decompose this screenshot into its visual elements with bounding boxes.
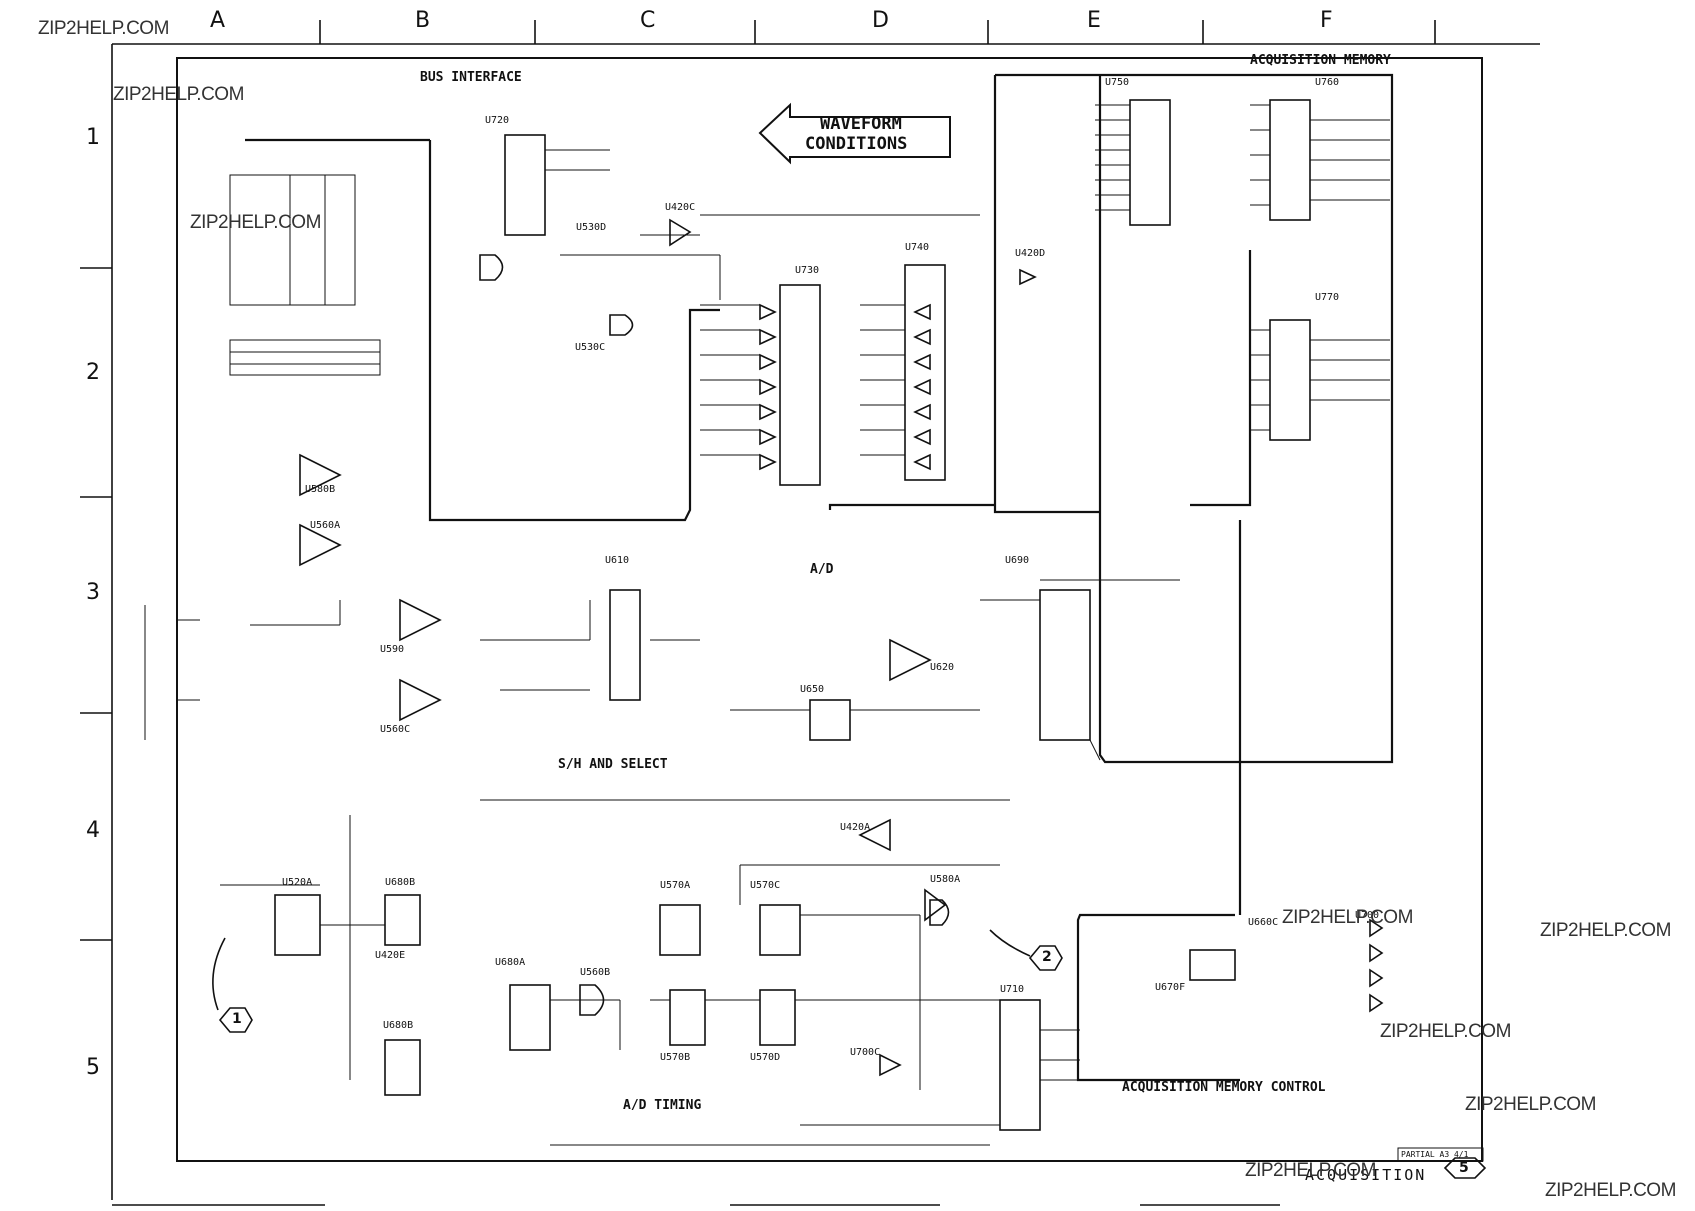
label-u620: U620: [930, 662, 954, 673]
label-u580b: U580B: [305, 484, 335, 495]
label-u680b-top: U680B: [385, 877, 415, 888]
label-u580a: U580A: [930, 874, 960, 885]
chip-u730: [779, 284, 821, 486]
chip-u690: [1039, 589, 1091, 741]
label-u560b: U560B: [580, 967, 610, 978]
grid-row-5: 5: [86, 1055, 100, 1080]
grid-row-2: 2: [86, 360, 100, 385]
label-u700c: U700C: [850, 1047, 880, 1058]
sheet-number-marker: [1443, 1157, 1487, 1179]
schematic-border: [176, 57, 1483, 1162]
chip-u670f: [1189, 949, 1236, 981]
watermark-1: ZIP2HELP.COM: [38, 18, 169, 39]
label-u530d: U530D: [576, 222, 606, 233]
grid-column-c: C: [640, 8, 656, 33]
label-u610: U610: [605, 555, 629, 566]
chip-u520a: [274, 894, 321, 956]
label-u420a: U420A: [840, 822, 870, 833]
label-u680b: U680B: [383, 1020, 413, 1031]
callout-2-marker: [1028, 945, 1063, 971]
chip-u720: [504, 134, 546, 236]
callout-1: 1: [232, 1011, 242, 1027]
watermark-7: ZIP2HELP.COM: [1465, 1094, 1596, 1115]
grid-column-a: A: [210, 8, 226, 33]
watermark-8: ZIP2HELP.COM: [1245, 1160, 1376, 1181]
title-block-partial: PARTIAL A3 4/1: [1401, 1150, 1469, 1159]
title-block-sheet-name: ACQUISITION: [1305, 1166, 1427, 1184]
label-u560c: U560C: [380, 724, 410, 735]
chip-u570a: [659, 904, 701, 956]
chip-u680a: [509, 984, 551, 1051]
chip-u740: [904, 264, 946, 481]
label-u570d: U570D: [750, 1052, 780, 1063]
watermark-9: ZIP2HELP.COM: [1545, 1180, 1676, 1201]
buffer-array: [759, 303, 931, 471]
grid-column-d: D: [872, 8, 889, 33]
chip-u770: [1269, 319, 1311, 441]
chip-u680b-top: [384, 894, 421, 946]
label-u700: U700: [1355, 910, 1379, 921]
label-u560a: U560A: [310, 520, 340, 531]
chip-u760: [1269, 99, 1311, 221]
label-u420e: U420E: [375, 950, 405, 961]
label-u680a: U680A: [495, 957, 525, 968]
waveform-conditions-arrow: [758, 102, 951, 165]
label-u520a: U520A: [282, 877, 312, 888]
chip-u710: [999, 999, 1041, 1131]
label-u670f: U670F: [1155, 982, 1185, 993]
chip-u610: [609, 589, 641, 701]
callout-1-marker: [218, 1007, 253, 1033]
chip-u650: [809, 699, 851, 741]
label-u720: U720: [485, 115, 509, 126]
label-u750: U750: [1105, 77, 1129, 88]
section-ad-timing: A/D TIMING: [623, 1098, 702, 1113]
grid-column-e: E: [1087, 8, 1101, 33]
label-u650: U650: [800, 684, 824, 695]
label-u730: U730: [795, 265, 819, 276]
label-u590: U590: [380, 644, 404, 655]
section-acq-memory-control: ACQUISITION MEMORY CONTROL: [1122, 1080, 1326, 1095]
chip-u680b: [384, 1039, 421, 1096]
label-u570a: U570A: [660, 880, 690, 891]
grid-row-3: 3: [86, 580, 100, 605]
waveform-conditions-line2: CONDITIONS: [805, 134, 908, 154]
sheet-number: 5: [1459, 1160, 1469, 1176]
chip-u570c: [759, 904, 801, 956]
section-ad: A/D: [810, 562, 834, 577]
label-u570b: U570B: [660, 1052, 690, 1063]
section-acquisition-memory: ACQUISITION MEMORY: [1250, 53, 1391, 68]
callout-2: 2: [1042, 949, 1052, 965]
waveform-conditions-line1: WAVEFORM: [820, 114, 902, 134]
label-u710: U710: [1000, 984, 1024, 995]
chip-u570b: [669, 989, 706, 1046]
chip-u570d: [759, 989, 796, 1046]
label-u690: U690: [1005, 555, 1029, 566]
label-u530c: U530C: [575, 342, 605, 353]
grid-row-4: 4: [86, 818, 100, 843]
label-u770: U770: [1315, 292, 1339, 303]
grid-column-b: B: [415, 8, 431, 33]
watermark-3: ZIP2HELP.COM: [190, 212, 321, 233]
label-u760: U760: [1315, 77, 1339, 88]
label-u420c: U420C: [665, 202, 695, 213]
label-u740: U740: [905, 242, 929, 253]
watermark-5: ZIP2HELP.COM: [1540, 920, 1671, 941]
watermark-6: ZIP2HELP.COM: [1380, 1021, 1511, 1042]
watermark-2: ZIP2HELP.COM: [113, 84, 244, 105]
label-u660c: U660C: [1248, 917, 1278, 928]
grid-row-1: 1: [86, 125, 100, 150]
watermark-4: ZIP2HELP.COM: [1282, 907, 1413, 928]
label-u420d: U420D: [1015, 248, 1045, 259]
grid-column-f: F: [1320, 8, 1333, 33]
section-sh-select: S/H AND SELECT: [558, 757, 668, 772]
chip-u750: [1129, 99, 1171, 226]
section-bus-interface: BUS INTERFACE: [420, 70, 522, 85]
label-u570c: U570C: [750, 880, 780, 891]
